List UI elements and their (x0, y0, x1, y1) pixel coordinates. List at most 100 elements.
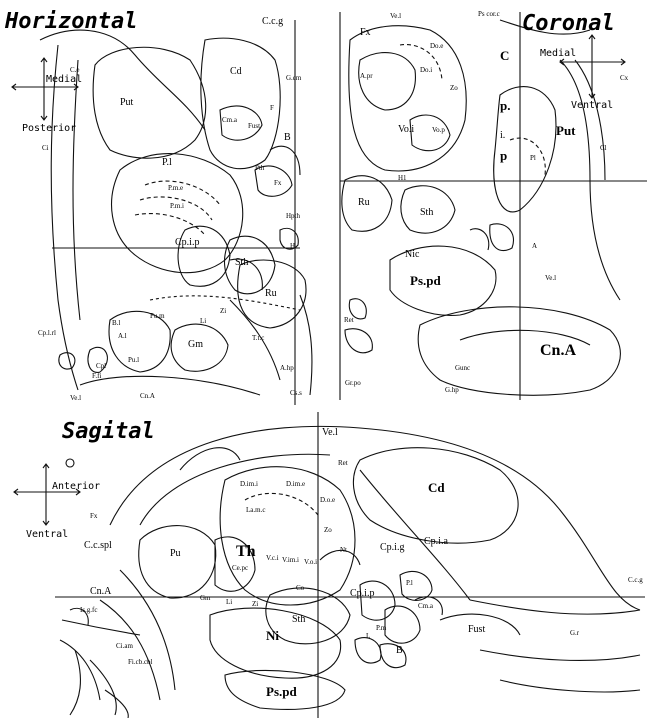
structure-label: P.m (376, 624, 387, 632)
coronal-crosshair (340, 12, 647, 400)
structure-label: Nt (340, 546, 347, 554)
sagital-crosshair (55, 412, 645, 718)
structure-label: Fx (360, 27, 371, 38)
structure-label: Li (200, 317, 206, 325)
structure-label: Sth (292, 614, 305, 625)
structure-label: B.l (112, 319, 120, 327)
structure-label: Gm (200, 594, 211, 602)
horizontal-crosshair (52, 20, 300, 405)
structure-label: Sth (235, 257, 248, 268)
coronal-ventral-label: Ventral (571, 100, 613, 111)
structure-label: Cp.l.rl (38, 329, 56, 337)
structure-label: D.im.i (240, 480, 258, 488)
structure-label: Cn.A (90, 586, 112, 597)
structure-label: Ps.pd (266, 684, 297, 699)
structure-label: Ve.l (70, 394, 81, 402)
structure-label: Fi.cb.cbl (128, 658, 153, 666)
structure-label: Gm (188, 339, 203, 350)
structure-label: Ret (344, 316, 354, 324)
horizontal-title: Horizontal (4, 9, 137, 34)
structure-label: F (270, 104, 274, 112)
structure-label: Cd (230, 66, 242, 77)
structure-label: Pth (255, 164, 265, 172)
structure-label: V.c.i (266, 554, 279, 562)
structure-label: D.im.e (286, 480, 305, 488)
structure-label: Cm.a (222, 116, 238, 124)
structure-label: Ru (265, 288, 277, 299)
structure-label: C.c.g (628, 576, 643, 584)
structure-label: C.c.g (262, 16, 283, 27)
structure-label: L (366, 632, 370, 640)
structure-label: A.pr (360, 72, 373, 80)
structure-label: P.m.e (168, 184, 183, 192)
structure-label: Ret (338, 459, 348, 467)
structure-label: Ve.l (322, 427, 338, 438)
structure-label: G.r (570, 629, 580, 637)
structure-label: Fx (274, 179, 282, 187)
horizontal-posterior-label: Posterior (22, 123, 76, 134)
structure-label: Ve.l (390, 12, 401, 20)
sagital-panel (60, 426, 640, 718)
structure-label: Gr.po (345, 379, 361, 387)
sagital-labels: Ve.l Cd Th Pu C.c.spl Cn.A Is.g.fc Ci.am… (80, 427, 643, 699)
structure-label: Zo (450, 84, 458, 92)
structure-label: Li (226, 598, 232, 606)
structure-label: Cp.i.p (350, 588, 374, 599)
structure-label: Fust (468, 624, 485, 635)
structure-label: p (500, 148, 507, 163)
structure-label: La.m.c (246, 506, 265, 514)
structure-label: Cp.i.a (424, 536, 448, 547)
structure-label: Cp.i.p (175, 237, 199, 248)
structure-label: Cx (620, 74, 629, 82)
structure-label: Ci.am (116, 642, 133, 650)
structure-label: G.cm (286, 74, 302, 82)
structure-label: H (290, 242, 295, 250)
structure-label: A (532, 242, 537, 250)
structure-label: Cn.A (140, 392, 155, 400)
structure-label: Pu (170, 548, 181, 559)
structure-label: Ve.l (545, 274, 556, 282)
structure-label: Pl (530, 154, 536, 162)
structure-label: Zi (252, 600, 258, 608)
structure-label: C.c.spl (84, 540, 112, 551)
structure-label: P.l (406, 579, 413, 587)
structure-label: Hpth (286, 212, 301, 220)
structure-label: Put (556, 123, 576, 138)
structure-label: Cs.s (290, 389, 302, 397)
structure-label: Ps cor.c (478, 10, 500, 18)
structure-label: A.l (118, 332, 127, 340)
structure-label: Co (296, 584, 305, 592)
structure-label: Ni (266, 628, 279, 643)
coronal-panel (340, 12, 620, 400)
coronal-title: Coronal (522, 11, 615, 36)
sagital-title: Sagital (62, 419, 155, 444)
structure-label: Sth (420, 207, 433, 218)
structure-label: Vo.p (432, 126, 445, 134)
structure-label: Put (120, 97, 134, 108)
structure-label: Nic (405, 249, 420, 260)
structure-label: Zo (324, 526, 332, 534)
structure-label: Do.e (430, 42, 443, 50)
structure-label: Ce.pc (232, 564, 248, 572)
structure-label: Ps.pd (410, 273, 441, 288)
structure-label: B (284, 132, 291, 143)
structure-label: F.fi (92, 372, 101, 380)
coronal-labels: Fx Ve.l Ps cor.c Do.e Do.i Zo A.pr Vo.i … (344, 10, 629, 394)
structure-label: Cpl (96, 362, 106, 370)
structure-label: Fust (248, 122, 260, 130)
structure-label: H1 (398, 174, 407, 182)
structure-label: Vo.i (398, 124, 414, 135)
coronal-medial-label: Medial (540, 48, 576, 59)
structure-label: Pu.l (128, 356, 139, 364)
structure-label: C.e (70, 66, 80, 74)
sagital-anterior-label: Anterior (52, 481, 100, 492)
structure-label: B (396, 645, 403, 656)
structure-label: Ru (358, 197, 370, 208)
structure-label: V.im.i (282, 556, 299, 564)
structure-label: Do.i (420, 66, 432, 74)
structure-label: Ci (42, 144, 49, 152)
structure-label: i. (500, 130, 505, 141)
structure-label: Is.g.fc (80, 606, 98, 614)
structure-label: Pu.m (150, 312, 165, 320)
structure-label: Cn.A (540, 342, 576, 359)
